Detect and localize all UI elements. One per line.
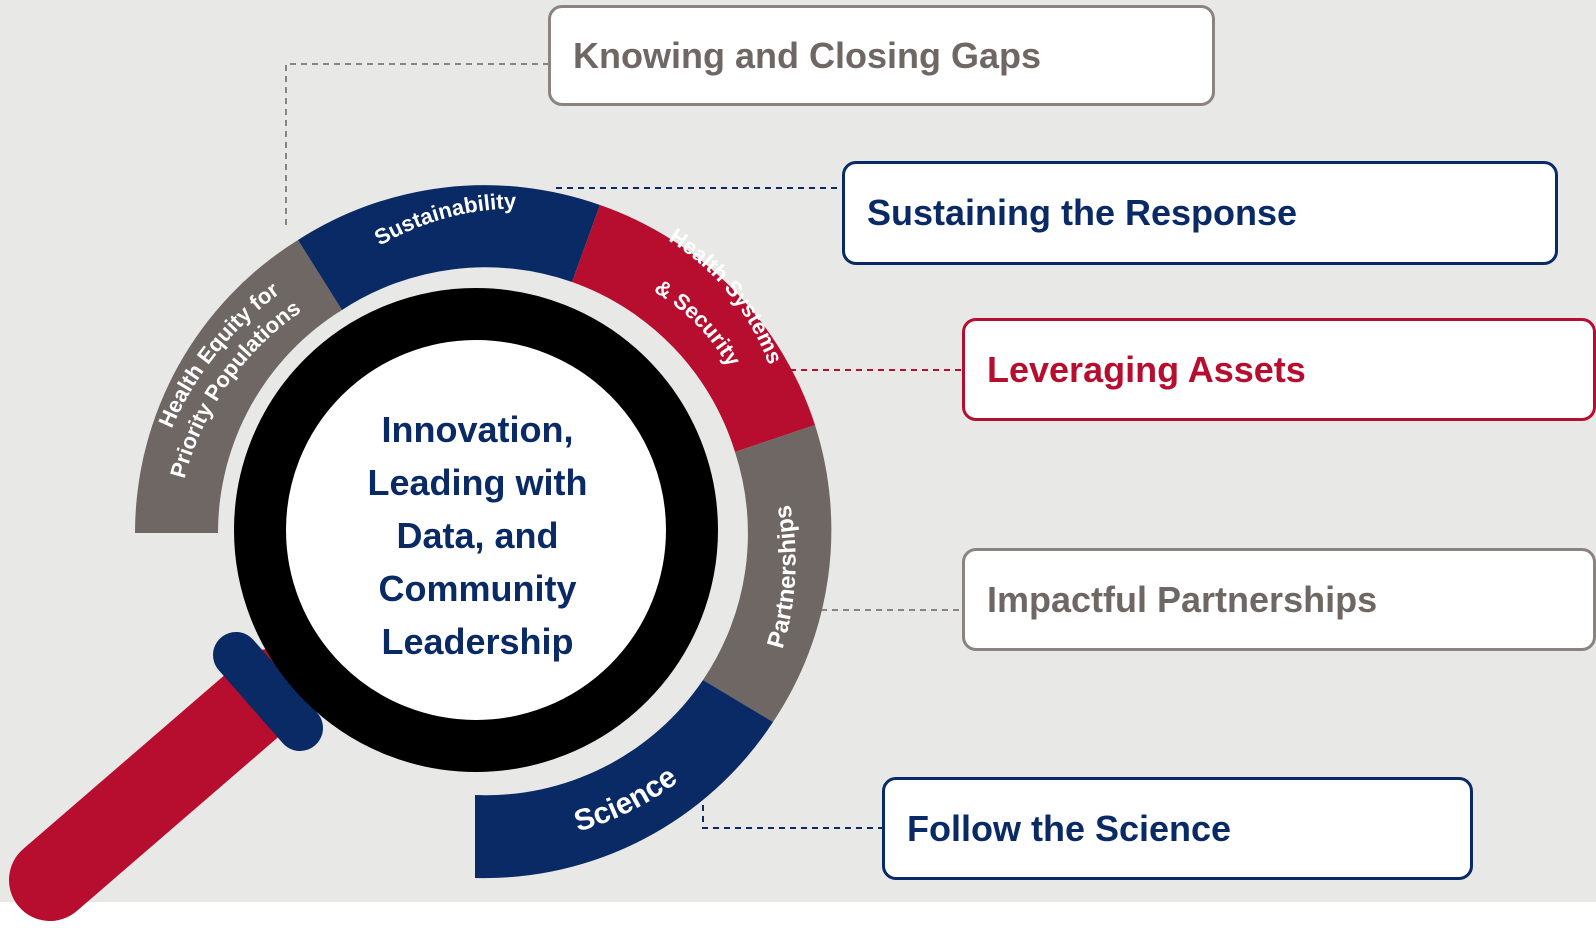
lens-ring (234, 288, 718, 772)
segment-health-systems (572, 205, 815, 452)
segment-health-equity (135, 240, 342, 533)
callout-knowing-and-closing-gaps: Knowing and Closing Gaps (548, 5, 1215, 106)
callout-sustaining-the-response: Sustaining the Response (842, 161, 1558, 265)
magnifier-handle (9, 649, 311, 921)
callout-impactful-partnerships: Impactful Partnerships (962, 548, 1596, 651)
connector-follow (702, 805, 882, 829)
segment-sustainability (298, 185, 600, 310)
callout-leveraging-assets: Leveraging Assets (962, 318, 1596, 421)
connector-knowing (285, 63, 548, 225)
segment-science (475, 680, 773, 879)
center-text: Innovation, Leading with Data, and Commu… (367, 408, 588, 662)
magnifier-collar (213, 632, 323, 751)
callout-follow-the-science: Follow the Science (882, 777, 1473, 880)
segment-partnerships (703, 425, 832, 722)
